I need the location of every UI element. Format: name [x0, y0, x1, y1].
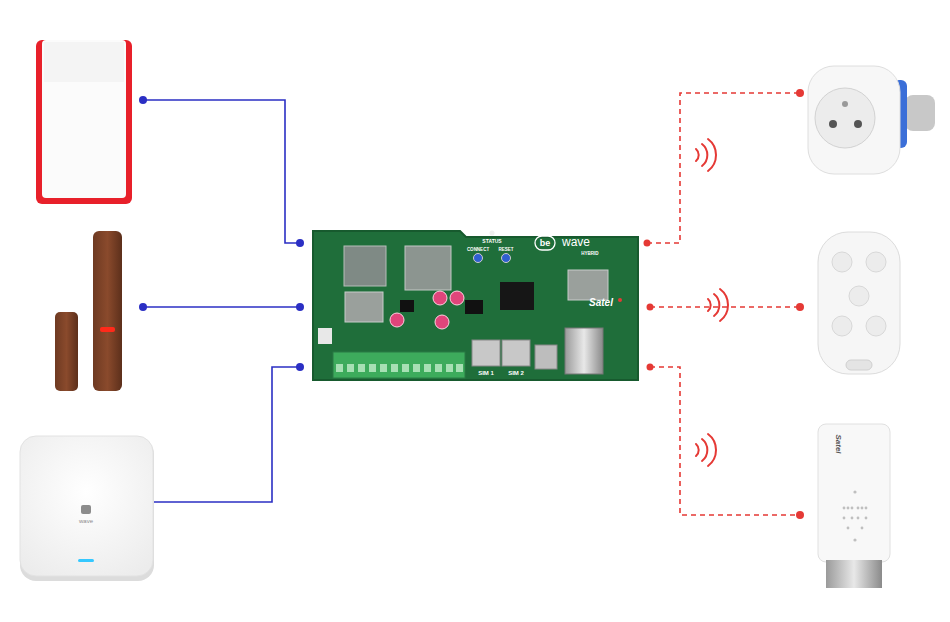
socket-pin: [842, 101, 848, 107]
contact-led: [100, 327, 115, 332]
wire: [143, 100, 300, 243]
reset-button: [502, 254, 511, 263]
product-name: HYBRID: [581, 252, 598, 257]
door-contact: [55, 231, 122, 391]
radio-dot: [647, 304, 654, 311]
radio-dot: [796, 511, 804, 519]
keyfob-buttons: [832, 252, 886, 336]
logo-dot: [618, 298, 622, 302]
siren-cover: [42, 40, 126, 198]
capacitor: [390, 313, 404, 327]
contact-sensor: [93, 231, 122, 391]
module: [344, 246, 386, 286]
wireless-links: [647, 93, 800, 515]
card-slot: [535, 345, 557, 369]
manufacturer-logo: Satel: [589, 298, 613, 308]
wire-dot: [139, 303, 147, 311]
chip: [500, 282, 534, 310]
wireless-symbols: [696, 139, 728, 466]
pcb-edge: [313, 231, 638, 380]
module: [405, 246, 451, 290]
wireless-symbol: [708, 289, 728, 321]
siren-top: [44, 42, 124, 82]
pcb: [313, 231, 638, 380]
plug-body: [808, 66, 900, 174]
hub-led: [78, 559, 94, 562]
wireless-symbol: [696, 434, 716, 466]
status-led: [490, 231, 495, 236]
capacitor: [433, 291, 447, 305]
keyfob-loop: [846, 360, 872, 370]
keyfob: [818, 232, 900, 374]
device-logo: Satel: [834, 434, 842, 453]
wire-dot: [296, 303, 304, 311]
logo-pill: [535, 236, 555, 250]
wired-links: [143, 100, 300, 502]
connect-button: [474, 254, 483, 263]
contact-magnet: [55, 312, 78, 391]
module: [345, 292, 383, 322]
module: [568, 270, 608, 300]
radio-dot: [647, 364, 654, 371]
keyfob-body: [818, 232, 900, 374]
thermostat-body: [818, 424, 890, 562]
board-marking: STATUS: [482, 239, 501, 244]
plug-back: [905, 95, 935, 131]
connector: [318, 328, 332, 344]
wireless-symbol: [696, 139, 716, 171]
wire-dot: [296, 239, 304, 247]
thermostat-nut: [826, 560, 882, 588]
thermostat-display: [843, 490, 868, 541]
socket-hole: [854, 120, 862, 128]
hub-body: [20, 436, 153, 576]
siren: [36, 40, 132, 204]
pcb-board: [313, 231, 638, 381]
chip: [400, 300, 414, 312]
board-marking: CONNECT: [467, 248, 489, 253]
capacitors: [390, 291, 464, 329]
wire-dot: [139, 96, 147, 104]
brand-logo: be: [540, 239, 551, 248]
board-marking: RESET: [498, 248, 513, 253]
radio-dots: [644, 89, 805, 519]
radio-link: [650, 367, 800, 515]
radio-link: [650, 306, 800, 308]
radio-dot: [796, 89, 804, 97]
wire-dots: [139, 96, 304, 371]
radio-link: [647, 93, 800, 243]
sim-slot: [502, 340, 530, 366]
terminal-screws: [336, 364, 463, 372]
terminal-block: [333, 352, 465, 378]
hub-logo: wave: [79, 518, 93, 524]
wire: [153, 367, 300, 502]
socket: [815, 88, 875, 148]
radio-dot: [644, 240, 651, 247]
radio-dot: [796, 303, 804, 311]
sim-slot: [472, 340, 500, 366]
wire-dot: [296, 363, 304, 371]
hub-logo-mark: [81, 505, 91, 514]
brand-logo: wave: [562, 236, 590, 248]
slot-label: SIM 2: [508, 370, 524, 376]
siren-housing: [36, 40, 132, 204]
hub: [20, 436, 154, 581]
capacitor: [435, 315, 449, 329]
chip: [465, 300, 483, 314]
thermostat-head: [818, 424, 890, 588]
socket-hole: [829, 120, 837, 128]
ethernet-port: [565, 328, 603, 374]
slot-label: SIM 1: [478, 370, 494, 376]
wire: [143, 306, 300, 308]
smart-plug: [808, 66, 935, 174]
capacitor: [450, 291, 464, 305]
